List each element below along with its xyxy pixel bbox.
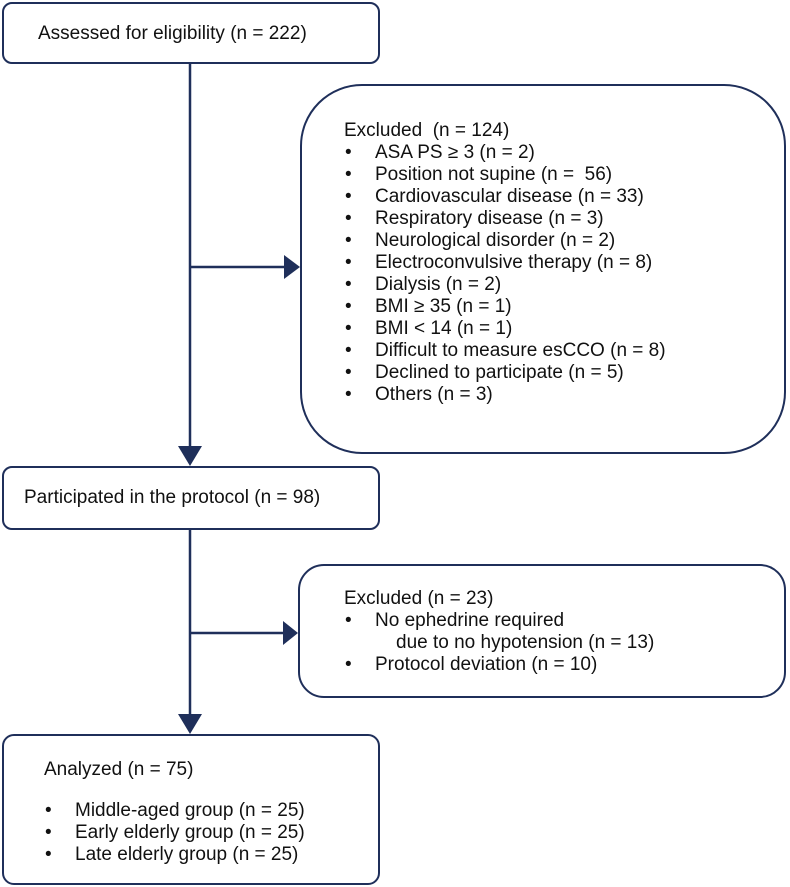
list-item: No ephedrine required [344,610,654,632]
arrowhead-down-2 [178,714,202,734]
list-item: Difficult to measure esCCO (n = 8) [344,340,666,362]
excluded-1-heading: Excluded (n = 124) [344,120,510,141]
list-item: Late elderly group (n = 25) [44,844,305,866]
list-item: ASA PS ≥ 3 (n = 2) [344,142,666,164]
analyzed-heading: Analyzed (n = 75) [44,759,194,780]
list-item: BMI ≥ 35 (n = 1) [344,296,666,318]
list-item: Cardiovascular disease (n = 33) [344,186,666,208]
list-item: Position not supine (n = 56) [344,164,666,186]
list-item: Declined to participate (n = 5) [344,362,666,384]
assessed-box [2,2,380,64]
arrowhead-right-2 [283,621,298,645]
participated-box [2,466,380,530]
list-item: Electroconvulsive therapy (n = 8) [344,252,666,274]
excluded-1-list: ASA PS ≥ 3 (n = 2) Position not supine (… [344,142,666,406]
list-item: Respiratory disease (n = 3) [344,208,666,230]
list-item: Others (n = 3) [344,384,666,406]
list-item: Early elderly group (n = 25) [44,822,305,844]
assessed-label: Assessed for eligibility (n = 222) [38,23,307,44]
arrowhead-right-1 [284,255,300,279]
list-item-continuation: due to no hypotension (n = 13) [396,632,655,653]
list-item: BMI < 14 (n = 1) [344,318,666,340]
excluded-2-heading: Excluded (n = 23) [344,588,494,609]
arrowhead-down-1 [178,446,202,466]
list-item: Middle-aged group (n = 25) [44,800,305,822]
list-item: Neurological disorder (n = 2) [344,230,666,252]
excluded-2-list: No ephedrine required due to no hypotens… [344,610,654,676]
list-item: Dialysis (n = 2) [344,274,666,296]
list-item: Protocol deviation (n = 10) [344,654,654,676]
participated-label: Participated in the protocol (n = 98) [24,487,321,508]
analyzed-list: Middle-aged group (n = 25) Early elderly… [44,800,305,866]
